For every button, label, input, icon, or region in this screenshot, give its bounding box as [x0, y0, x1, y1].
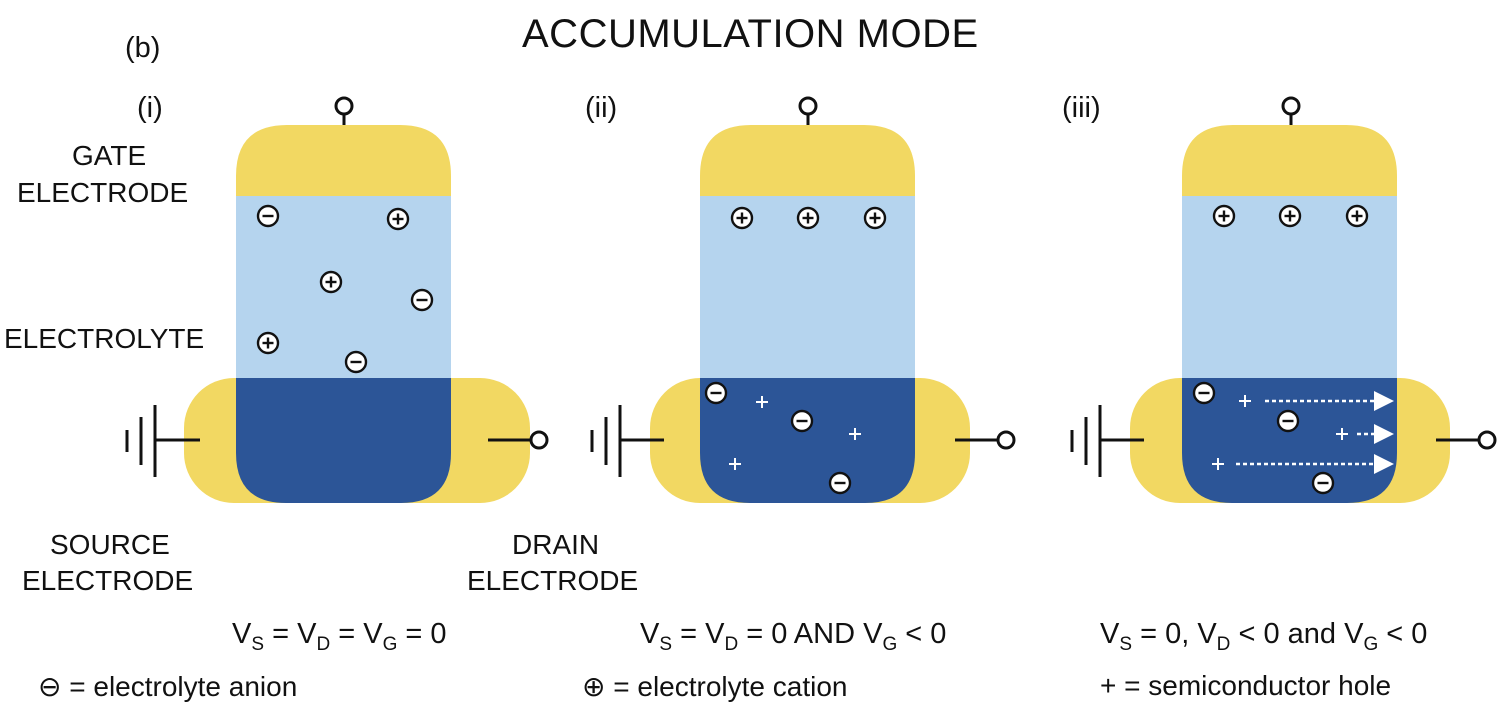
gate-label-line1: GATE — [72, 140, 147, 171]
cation-legend-text: = electrolyte cation — [605, 671, 848, 702]
anion-icon — [344, 350, 368, 374]
cation-icon — [863, 206, 887, 230]
semiconductor-iii — [1182, 378, 1397, 503]
gate-electrode-iii — [1182, 125, 1397, 196]
drain-terminal-ii — [996, 430, 1016, 450]
gate-terminal-ii — [798, 96, 818, 116]
drain-label-line1: DRAIN — [512, 529, 600, 560]
figure-title: ACCUMULATION MODE — [522, 12, 979, 56]
panel-label-ii: (ii) — [585, 92, 618, 124]
gate-terminal-iii — [1281, 96, 1301, 116]
gate-electrode-i — [236, 125, 451, 196]
cation-icon — [319, 270, 343, 294]
cation-icon — [256, 331, 280, 355]
anion-icon — [828, 471, 852, 495]
cation-icon — [386, 207, 410, 231]
anion-icon — [410, 288, 434, 312]
cation-icon — [1345, 204, 1369, 228]
anion-legend-text: = electrolyte anion — [61, 671, 298, 702]
hole-symbol: + — [1100, 670, 1117, 701]
anion-icon — [1311, 471, 1335, 495]
semiconductor-i — [236, 378, 451, 503]
cation-symbol: ⊕ — [582, 671, 606, 702]
legend-anion: ⊖ = electrolyte anion — [38, 670, 297, 703]
anion-icon — [790, 409, 814, 433]
electrolyte-label: ELECTROLYTE — [4, 323, 205, 354]
anion-symbol: ⊖ — [38, 671, 62, 702]
panel-letter: (b) — [125, 32, 161, 64]
hole-legend-text: = semiconductor hole — [1116, 670, 1392, 701]
cation-icon — [730, 206, 754, 230]
device-iii — [1070, 96, 1497, 503]
cation-icon — [1278, 204, 1302, 228]
condition-i: VS = VD = VG = 0 — [232, 618, 447, 655]
gate-label-line2: ELECTRODE — [17, 177, 189, 208]
device-ii — [590, 96, 1016, 503]
drain-terminal-i — [529, 430, 549, 450]
anion-icon — [256, 204, 280, 228]
source-label-line2: ELECTRODE — [22, 565, 194, 596]
panel-label-i: (i) — [137, 92, 163, 124]
panel-label-iii: (iii) — [1062, 92, 1101, 124]
condition-ii: VS = VD = 0 AND VG < 0 — [640, 618, 947, 655]
drain-terminal-iii — [1477, 430, 1497, 450]
legend-hole: + = semiconductor hole — [1100, 670, 1391, 702]
anion-icon — [704, 381, 728, 405]
gate-terminal-i — [334, 96, 354, 116]
drain-label-line2: ELECTRODE — [467, 565, 639, 596]
semiconductor-ii — [700, 378, 915, 503]
anion-icon — [1276, 409, 1300, 433]
gate-electrode-ii — [700, 125, 915, 196]
legend-cation: ⊕ = electrolyte cation — [582, 670, 848, 703]
device-i — [125, 96, 549, 503]
cation-icon — [1212, 204, 1236, 228]
condition-iii: VS = 0, VD < 0 and VG < 0 — [1100, 618, 1428, 655]
anion-icon — [1192, 381, 1216, 405]
cation-icon — [796, 206, 820, 230]
source-label-line1: SOURCE — [50, 529, 170, 560]
